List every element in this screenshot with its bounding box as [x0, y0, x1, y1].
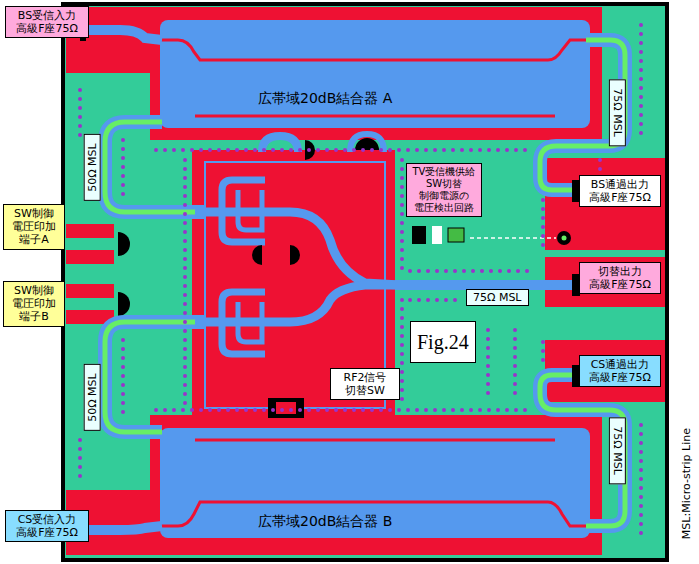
detector-box: TV受信機供給 SW切替 制御電源の 電圧検出回路 — [406, 163, 482, 217]
via-row — [183, 160, 187, 410]
chip-part — [268, 398, 304, 418]
terminal-pad — [66, 284, 114, 298]
box-text: CS受信入力 高級F座75Ω — [9, 513, 85, 539]
via-row — [410, 269, 535, 273]
terminal-pad — [66, 224, 114, 238]
box-text: 75Ω MSL — [610, 88, 623, 137]
switch-traces — [195, 134, 575, 408]
via-row — [541, 342, 545, 365]
msl-outer — [105, 40, 625, 526]
via-row — [121, 340, 125, 414]
coupler-frame — [150, 415, 602, 555]
via-row — [78, 90, 82, 140]
box-text: RF2信号 切替SW — [334, 371, 396, 397]
input-trace — [80, 526, 162, 530]
box-text: BS受信入力 高級F座75Ω — [9, 9, 85, 35]
terminal-box: SW制御 電圧印加 端子B — [3, 281, 65, 327]
output-connector-box: BS通過出力 高級F座75Ω — [579, 175, 661, 207]
switch-pattern — [238, 302, 262, 342]
via-row — [121, 140, 125, 196]
detector-part — [448, 228, 464, 242]
box-text: SW制御 電圧印加 端子B — [7, 284, 61, 324]
figure-number: Fig.24 — [410, 321, 476, 363]
switch-pattern — [222, 292, 265, 354]
coupled-line — [195, 115, 555, 118]
detector-part — [412, 226, 426, 244]
via-row — [78, 440, 82, 480]
via-row — [410, 298, 460, 302]
input-connector-box: CS受信入力 高級F座75Ω — [5, 510, 89, 542]
via-row — [598, 160, 602, 170]
via-row — [156, 408, 530, 412]
box-text: CS通過出力 高級F座75Ω — [583, 358, 657, 384]
line-tag: 75Ω MSL — [608, 79, 625, 146]
via-row — [400, 160, 404, 270]
detector-part — [557, 231, 571, 245]
line-tag: 50Ω MSL — [83, 364, 100, 431]
msl-50-core — [105, 122, 205, 212]
coupler-name: 広帯域20dB結合器 B — [256, 513, 394, 530]
copper-strip — [66, 540, 600, 555]
via-row — [156, 148, 530, 152]
via-row — [541, 200, 545, 248]
via-row — [400, 300, 404, 405]
coupler-name: 広帯域20dB結合器 A — [256, 90, 394, 107]
switch-pattern — [222, 180, 265, 242]
msl-50 — [105, 122, 205, 212]
via-row — [513, 330, 517, 400]
coupled-line — [152, 40, 602, 60]
terminal-box: SW制御 電圧印加 端子A — [3, 204, 65, 250]
output-connector-box: 切替出力 高級F座75Ω — [579, 262, 661, 294]
coupled-line — [195, 439, 555, 442]
coupler-frame — [150, 7, 602, 140]
box-text: 75Ω MSL — [473, 291, 522, 304]
terminal-part — [118, 232, 130, 256]
input-connector-box: BS受信入力 高級F座75Ω — [5, 6, 89, 38]
switch-box: RF2信号 切替SW — [330, 368, 400, 400]
terminal-part — [118, 292, 130, 316]
ground-copper — [66, 7, 665, 555]
detector-part — [562, 236, 567, 241]
line-tag: 50Ω MSL — [83, 134, 100, 201]
terminal-pad — [66, 250, 114, 264]
output-connector-box: CS通過出力 高級F座75Ω — [579, 355, 661, 387]
line-tag: 75Ω MSL — [608, 417, 625, 484]
coupler-band — [160, 428, 590, 538]
msl-75 — [540, 40, 625, 190]
connector-ground — [545, 158, 665, 250]
box-text: Fig.24 — [417, 330, 469, 354]
via-row — [639, 425, 643, 540]
chip-part — [290, 245, 300, 265]
board-substrate — [63, 4, 667, 560]
box-text: TV受信機供給 SW切替 制御電源の 電圧検出回路 — [410, 166, 478, 214]
via-row — [639, 25, 643, 140]
box-text: 50Ω MSL — [85, 373, 98, 422]
switch-pattern — [238, 190, 262, 230]
msl-50-core — [105, 322, 205, 432]
box-text: BS通過出力 高級F座75Ω — [583, 178, 657, 204]
box-text: 50Ω MSL — [85, 143, 98, 192]
line-tag: 75Ω MSL — [466, 289, 529, 306]
msl-75-core — [540, 40, 625, 190]
chip-part — [252, 245, 262, 265]
chip-pad — [276, 402, 296, 414]
detector-part — [432, 226, 442, 244]
via-rows — [80, 25, 641, 540]
chip-part — [355, 138, 379, 150]
rf-trace — [195, 212, 400, 285]
msl-50 — [105, 322, 205, 432]
box-text: 切替出力 高級F座75Ω — [583, 265, 657, 291]
input-trace — [80, 30, 162, 40]
msl-core — [105, 40, 625, 526]
via-row — [486, 330, 490, 400]
msl-75 — [540, 375, 625, 526]
box-text: SW制御 電圧印加 端子A — [7, 207, 61, 247]
abbreviation-note: MSL:Micro-strip Line — [679, 426, 692, 541]
coupler-band — [160, 20, 590, 128]
msl-75-core — [540, 375, 625, 526]
box-text: 75Ω MSL — [610, 426, 623, 475]
